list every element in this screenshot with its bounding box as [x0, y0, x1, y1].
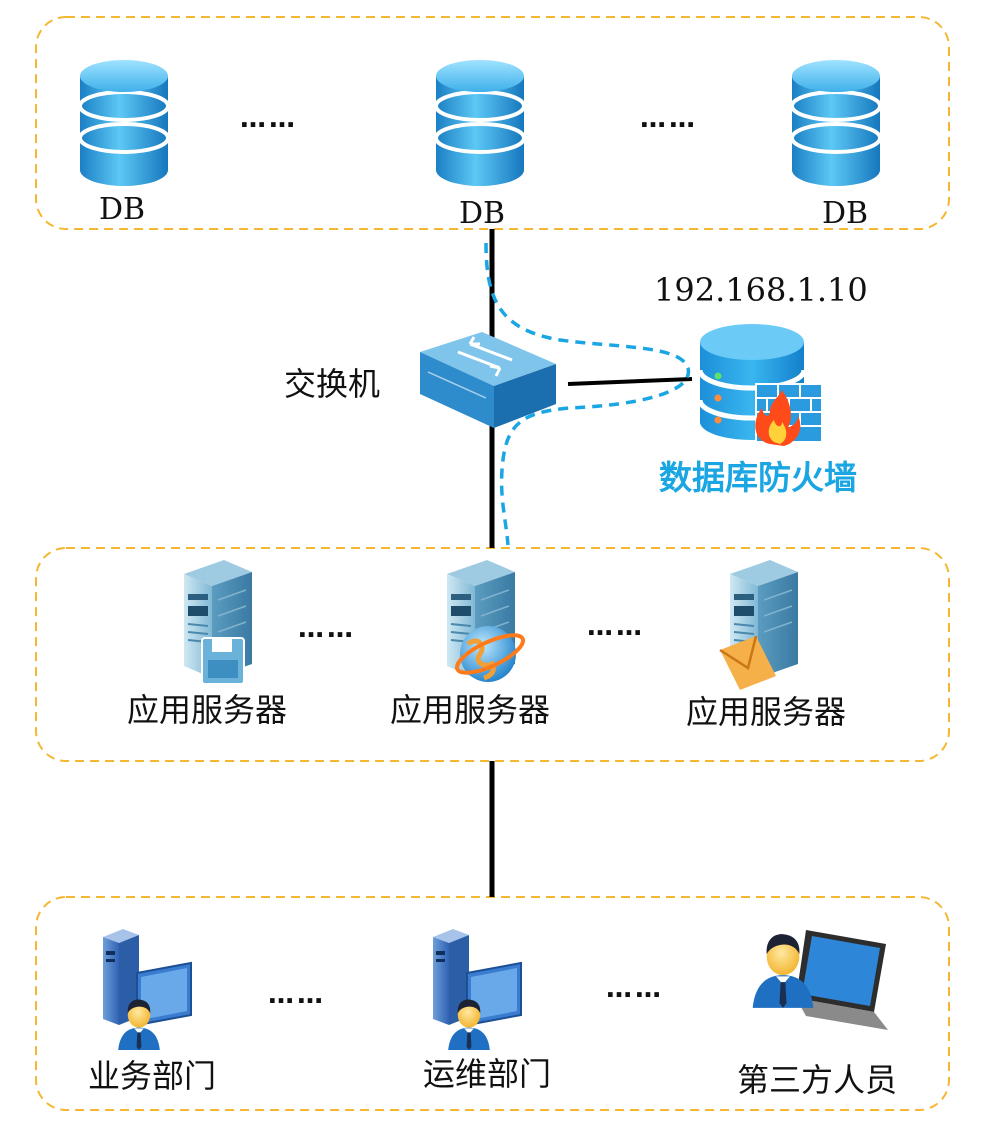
database-icon	[78, 58, 170, 188]
app-server-web-icon	[446, 560, 526, 682]
switch-firewall-link	[567, 377, 693, 386]
db-label: DB	[458, 196, 506, 231]
switch-label: 交换机	[284, 365, 381, 403]
ellipsis: ……	[640, 104, 698, 134]
database-firewall-icon	[697, 324, 823, 446]
ellipsis: ……	[268, 980, 326, 1010]
firewall-label: 数据库防火墙	[659, 458, 857, 497]
firewall-ip-address: 192.168.1.10	[654, 271, 868, 309]
operations-department-label: 运维部门	[422, 1055, 552, 1093]
database-zone	[35, 16, 950, 230]
db-label: DB	[98, 192, 146, 227]
third-party-personnel-icon	[752, 930, 888, 1030]
database-icon	[790, 58, 882, 188]
db-label: DB	[821, 196, 869, 231]
app-server-label: 应用服务器	[685, 693, 847, 731]
app-server-storage-icon	[183, 560, 252, 685]
database-icon	[434, 58, 526, 188]
ellipsis: ……	[298, 614, 356, 644]
third-party-personnel-label: 第三方人员	[736, 1061, 898, 1099]
business-department-workstation-icon	[103, 929, 191, 1050]
ellipsis: ……	[240, 104, 298, 134]
network-switch-icon	[420, 332, 556, 428]
app-server-mail-icon	[719, 560, 798, 690]
firewall-bypass-path	[484, 242, 691, 546]
app-server-label: 应用服务器	[126, 691, 288, 729]
business-department-label: 业务部门	[87, 1057, 217, 1095]
ellipsis: ……	[587, 612, 645, 642]
operations-department-workstation-icon	[433, 929, 521, 1050]
app-server-label: 应用服务器	[389, 691, 551, 729]
ellipsis: ……	[606, 974, 664, 1004]
